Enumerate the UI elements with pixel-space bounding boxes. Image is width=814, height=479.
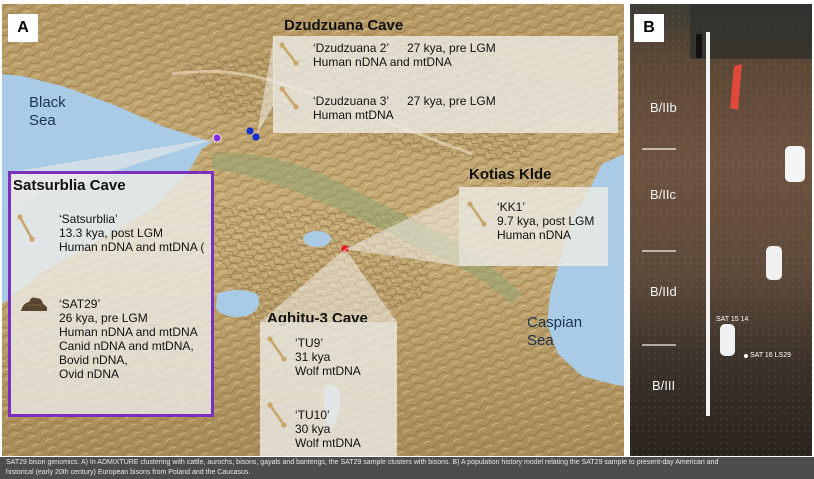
dzudzuana-title: Dzudzuana Cave	[284, 17, 404, 34]
satsurblia-entry-1: ‘Satsurblia’ 13.3 kya, post LGM Human nD…	[59, 212, 204, 254]
bone-icon	[267, 336, 287, 362]
sample-label: SAT 16 LS29	[750, 352, 791, 359]
panel-b-label: B	[634, 14, 664, 42]
callout-dzudzuana	[257, 36, 274, 134]
entry-age: 27 kya, pre LGM	[407, 41, 496, 55]
lake-van	[216, 290, 260, 318]
caspian-sea-label: Caspian Sea	[527, 314, 582, 350]
entry-line: 30 kya	[295, 422, 331, 436]
soil-grain	[630, 4, 812, 456]
panel-a-map: A Black Sea Caspian Sea Dzudzuana Cave ‘…	[2, 4, 624, 456]
aghitu-box: ‘TU9’ 31 kya Wolf mtDNA ‘TU10’ 30 kya Wo…	[260, 322, 397, 456]
entry-name: ‘Dzudzuana 3’	[313, 94, 390, 108]
dung-pile-icon	[21, 297, 48, 311]
entry-age: 27 kya, pre LGM	[407, 94, 496, 108]
black-sea-label: Black Sea	[29, 94, 66, 130]
caspian-sea-line1: Caspian	[527, 314, 583, 331]
measuring-pole	[706, 32, 710, 416]
kotias-title: Kotias Klde	[469, 166, 552, 183]
caspian-bay	[602, 167, 624, 204]
satsurblia-box: Satsurblia Cave ‘Satsurblia’ 13.3 kya, p…	[8, 171, 214, 417]
bone-icon	[279, 86, 299, 110]
layer-label: B/IIc	[650, 187, 677, 202]
sample-tag-1	[785, 146, 805, 182]
entry-line: Human nDNA	[497, 228, 572, 242]
entry-line: ‘SAT29’	[59, 297, 101, 311]
entry-dna: Human nDNA and mtDNA	[313, 55, 452, 69]
sample-point	[744, 354, 748, 358]
dzudzuana-entry-2: ‘Dzudzuana 3’ 27 kya, pre LGM Human mtDN…	[313, 94, 496, 122]
aghitu-entry-1: ‘TU9’ 31 kya Wolf mtDNA	[295, 336, 361, 378]
figure-caption: SAT29 bison genomics. A) In ADMIXTURE cl…	[0, 457, 814, 479]
stratigraphy-photo	[630, 4, 812, 456]
entry-line: Canid nDNA and mtDNA,	[59, 339, 194, 353]
entry-line: 13.3 kya, post LGM	[59, 226, 164, 240]
scale-bar	[696, 34, 702, 58]
layer-label: B/IId	[650, 284, 677, 299]
bone-icon	[267, 402, 287, 428]
entry-name: ‘Dzudzuana 2’	[313, 41, 390, 55]
aghitu-entry-2: ‘TU10’ 30 kya Wolf mtDNA	[295, 408, 361, 450]
dzudzuana-marker	[246, 127, 254, 135]
entry-line: Ovid nDNA	[59, 367, 120, 381]
layer-label: B/IIb	[650, 100, 677, 115]
red-flag	[730, 64, 742, 110]
bone-icon	[17, 214, 35, 242]
sample-tag-3	[720, 324, 735, 356]
entry-line: 31 kya	[295, 350, 331, 364]
callout-kotias	[345, 194, 459, 266]
satsurblia-entry-2: ‘SAT29’ 26 kya, pre LGM Human nDNA and m…	[59, 297, 198, 381]
entry-line: Wolf mtDNA	[295, 364, 361, 378]
dzudzuana-box: ‘Dzudzuana 2’ 27 kya, pre LGM Human nDNA…	[273, 36, 618, 133]
dzudzuana-marker-2	[252, 133, 260, 141]
rock-top	[690, 4, 812, 59]
lowland-valley	[212, 153, 522, 304]
satsurblia-title: Satsurblia Cave	[13, 177, 126, 194]
panel-b-photo: B B/IIb B/IIc B/IId B/III SAT 15 14 SAT …	[630, 4, 812, 456]
callout-aghitu	[260, 249, 397, 322]
entry-line: Human nDNA and mtDNA (	[59, 240, 205, 254]
entry-line: Bovid nDNA,	[59, 353, 128, 367]
layer-label: B/III	[652, 378, 676, 393]
black-sea-line2: Sea	[29, 112, 56, 129]
bone-icon	[279, 42, 299, 66]
entry-line: ‘TU9’	[295, 336, 324, 350]
entry-line: ‘KK1’	[497, 200, 526, 214]
caption-line-1: SAT29 bison genomics. A) In ADMIXTURE cl…	[6, 459, 719, 466]
entry-line: Wolf mtDNA	[295, 436, 361, 450]
caption-line-2: historical (early 20th century) European…	[6, 469, 251, 476]
lake-sevan	[303, 231, 331, 247]
kotias-box: ‘KK1’ 9.7 kya, post LGM Human nDNA	[459, 187, 608, 266]
black-sea-line1: Black	[29, 94, 66, 111]
panel-a-label: A	[8, 14, 38, 42]
sample-label: SAT 15 14	[716, 316, 749, 323]
dzudzuana-entry-1: ‘Dzudzuana 2’ 27 kya, pre LGM Human nDNA…	[313, 41, 496, 69]
entry-line: 9.7 kya, post LGM	[497, 214, 595, 228]
kotias-entry: ‘KK1’ 9.7 kya, post LGM Human nDNA	[497, 200, 594, 242]
entry-dna: Human mtDNA	[313, 108, 394, 122]
entry-line: ‘Satsurblia’	[59, 212, 118, 226]
bone-icon	[467, 201, 487, 227]
sample-tag-2	[766, 246, 782, 280]
entry-line: Human nDNA and mtDNA	[59, 325, 198, 339]
entry-line: ‘TU10’	[295, 408, 330, 422]
entry-line: 26 kya, pre LGM	[59, 311, 148, 325]
caspian-sea-line2: Sea	[527, 332, 554, 349]
